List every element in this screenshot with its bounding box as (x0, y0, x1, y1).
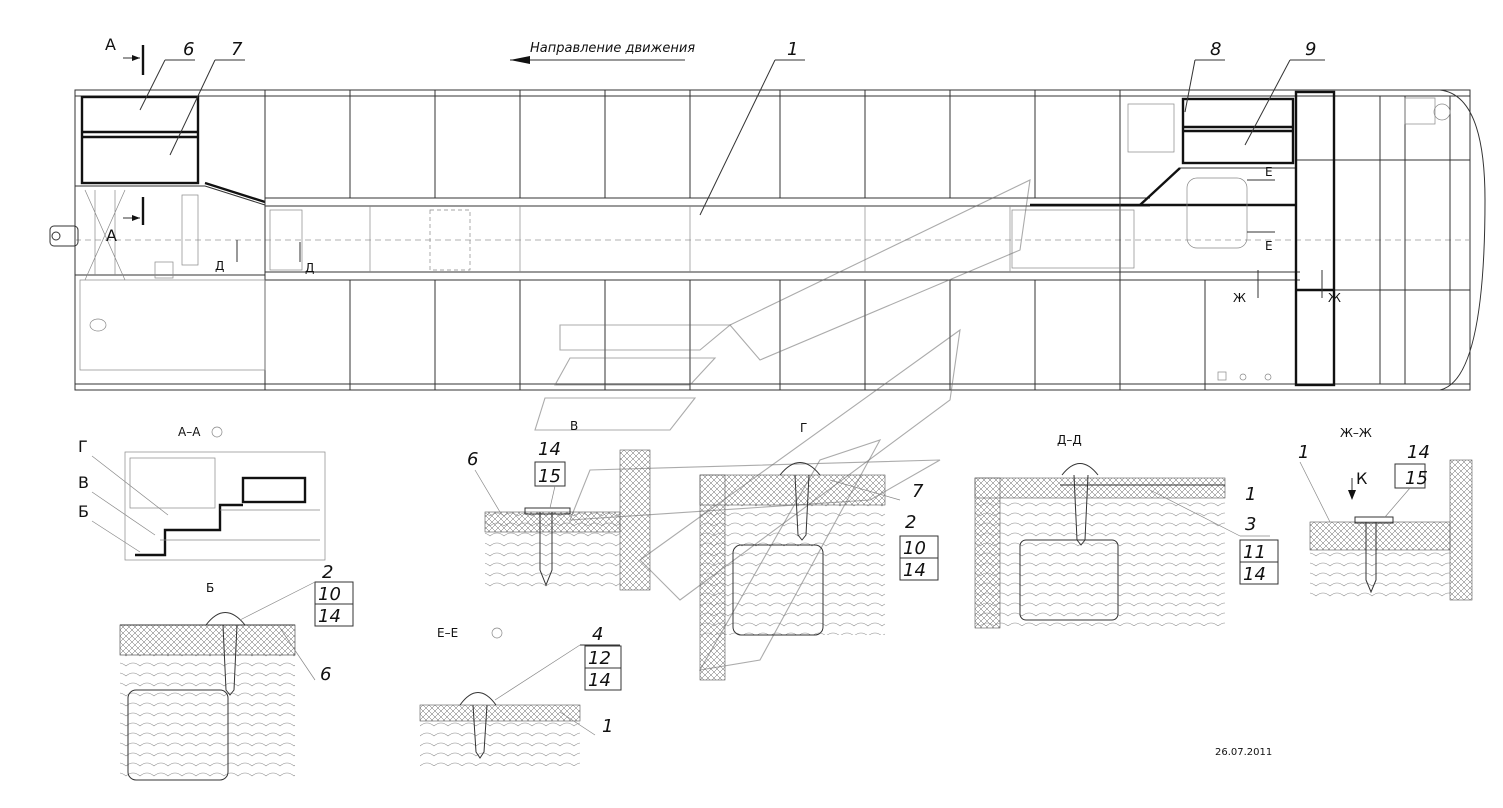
section-dd-stack-0: 1 (1245, 484, 1256, 505)
section-dd-stack-2: 11 (1243, 542, 1266, 563)
cut-a-top: А (105, 35, 116, 54)
chassis-plan (49, 89, 1486, 391)
section-zhzh-view: К (1356, 469, 1368, 488)
section-v-side: 6 (467, 449, 478, 470)
position-1: 1 (787, 39, 798, 60)
section-aa-title: А–А (178, 425, 201, 439)
section-b-title: Б (206, 581, 214, 595)
position-6: 6 (183, 39, 194, 60)
section-b-stack-2: 14 (318, 606, 341, 627)
section-g-stack-3: 14 (903, 560, 926, 581)
position-9: 9 (1305, 39, 1316, 60)
section-b-stack-1: 10 (318, 584, 341, 605)
section-ee-side: 1 (602, 716, 613, 737)
section-dd-stack-1: 3 (1245, 514, 1256, 535)
section-aa-callout-v: В (78, 473, 89, 492)
section-v-stack-1: 15 (538, 466, 561, 487)
section-ee-stack-1: 12 (588, 648, 611, 669)
direction-arrow: Направление движения (510, 41, 695, 64)
section-aa-callout-b: Б (78, 502, 89, 521)
section-g-stack-2: 10 (903, 538, 926, 559)
section-ee-title: Е–Е (437, 626, 458, 640)
cut-zh-left: Ж (1233, 291, 1246, 305)
section-b-stack-0: 2 (322, 562, 333, 583)
section-dd-stack-3: 14 (1243, 564, 1266, 585)
section-g-stack-0: 7 (912, 481, 924, 502)
cut-e-top: Е (1265, 165, 1273, 179)
section-zhzh-title: Ж–Ж (1340, 426, 1372, 440)
cut-a-bottom: А (106, 226, 117, 245)
section-ee-stack-0: 4 (592, 624, 603, 645)
tow-hitch (49, 189, 199, 281)
position-callouts: 6 7 1 8 9 (139, 39, 1325, 216)
section-b: Б 2 10 14 6 (119, 562, 354, 781)
section-v: В 14 15 6 (467, 419, 651, 592)
section-ee-stack-2: 14 (588, 670, 611, 691)
section-zhzh-stack-1: 15 (1405, 468, 1428, 489)
position-7: 7 (231, 39, 243, 60)
section-aa: А–А Г В Б (78, 425, 326, 561)
section-v-title: В (570, 419, 578, 433)
section-v-stack-0: 14 (538, 439, 561, 460)
section-b-side: 6 (320, 664, 331, 685)
section-g-stack-1: 2 (905, 512, 916, 533)
section-dd: Д–Д 1 3 11 14 (974, 433, 1279, 629)
cross-members (264, 90, 1451, 390)
cut-d-left: Д (215, 259, 224, 273)
section-ee: Е–Е 4 12 14 1 (419, 624, 622, 766)
cut-d-right: Д (305, 261, 314, 275)
cut-zh-right: Ж (1328, 291, 1341, 305)
section-g: Г 7 2 10 14 (699, 421, 939, 681)
cut-e-bottom: Е (1265, 239, 1273, 253)
cut-markers: А А Д Д Е Е Ж Ж (105, 35, 1341, 305)
section-aa-callout-g: Г (78, 437, 88, 456)
front-box (1181, 90, 1336, 387)
section-zhzh-side: 1 (1298, 442, 1309, 463)
direction-label: Направление движения (530, 41, 695, 56)
section-g-title: Г (800, 421, 807, 435)
section-zhzh: Ж–Ж К 14 15 1 (1298, 426, 1473, 601)
drawing-date: 26.07.2011 (1215, 747, 1272, 758)
section-zhzh-stack-0: 14 (1407, 442, 1430, 463)
position-8: 8 (1210, 39, 1221, 60)
section-dd-title: Д–Д (1057, 433, 1082, 447)
